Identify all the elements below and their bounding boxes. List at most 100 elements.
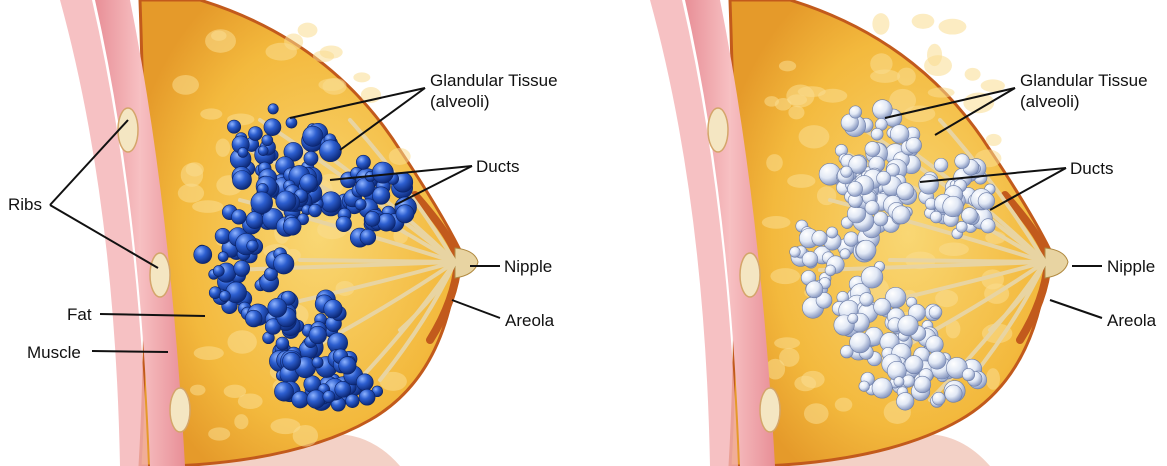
alveolus — [360, 229, 376, 245]
alveolus — [981, 219, 995, 233]
alveolus — [276, 191, 296, 211]
alveolus — [245, 310, 262, 327]
alveolus — [928, 351, 946, 369]
alveolus — [790, 247, 801, 258]
fat-lobule — [194, 346, 224, 360]
alveolus — [219, 291, 230, 302]
alveolus — [319, 140, 341, 162]
fat-lobule — [981, 79, 1005, 92]
muscle-label: Muscle — [27, 343, 81, 363]
ribs-label: Ribs — [8, 195, 42, 215]
alveolus — [321, 192, 342, 213]
fat-lobule — [762, 216, 791, 229]
alveolus — [861, 266, 883, 288]
fat-lobule — [928, 87, 955, 97]
alveolus — [945, 385, 962, 402]
alveolus — [339, 357, 356, 374]
alveolus — [356, 374, 373, 391]
alveolus — [859, 381, 870, 392]
fat-lobule — [870, 53, 892, 74]
alveolus — [929, 306, 942, 319]
alveolus — [377, 213, 395, 231]
alveolus — [309, 204, 322, 217]
alveolus — [934, 158, 948, 172]
left-ducts-label: Ducts — [476, 157, 519, 177]
fat-lobule — [227, 330, 256, 354]
alveolus — [355, 199, 366, 210]
alveolus — [892, 206, 910, 224]
fat-lobule — [788, 106, 804, 120]
alveolus — [896, 393, 914, 411]
fat-lobule — [190, 385, 205, 396]
alveolus — [336, 216, 352, 232]
fat-lobule — [216, 138, 231, 156]
right-areola-label: Areola — [1107, 311, 1156, 331]
alveolus — [232, 170, 251, 189]
alveolus — [323, 391, 335, 403]
duct — [890, 260, 1045, 262]
fat-lobule — [986, 368, 1000, 390]
alveolus — [300, 174, 318, 192]
alveolus — [227, 120, 240, 133]
fat-lobule — [353, 72, 370, 82]
rib — [118, 108, 138, 152]
alveolus — [262, 135, 273, 146]
alveolus — [877, 171, 891, 185]
alveolus — [268, 298, 287, 317]
alveolus — [194, 246, 212, 264]
fat-lobule — [181, 163, 203, 187]
alveolus — [303, 126, 323, 146]
alveolus — [247, 240, 259, 252]
alveolus — [309, 326, 327, 344]
fat-lobule — [799, 125, 830, 148]
fat-lobule — [794, 376, 816, 391]
fat-lobule — [787, 174, 815, 188]
fat-lobule — [965, 68, 981, 81]
alveolus — [274, 254, 294, 274]
leader-areola — [1050, 300, 1102, 318]
alveolus — [825, 265, 836, 276]
alveolus — [356, 155, 370, 169]
alveolus — [292, 391, 309, 408]
fat-lobule — [775, 98, 792, 110]
fat-lobule — [897, 68, 916, 86]
alveolus — [283, 217, 301, 235]
fat-lobule — [208, 427, 230, 440]
fat-lobule — [318, 79, 344, 91]
alveolus — [802, 251, 818, 267]
alveolus — [898, 315, 918, 335]
alveolus — [943, 196, 964, 217]
alveolus — [865, 201, 879, 215]
alveolus — [844, 232, 859, 247]
fat-lobule — [234, 414, 248, 429]
alveolus — [806, 281, 823, 298]
alveolus — [956, 221, 967, 232]
alveolus — [919, 175, 939, 195]
leader-areola — [452, 300, 500, 318]
fat-lobule — [938, 19, 966, 35]
alveolus — [872, 378, 892, 398]
fat-lobule — [211, 31, 226, 41]
fat-lobule — [200, 108, 222, 119]
fat-lobule — [779, 61, 796, 72]
fat-lobule — [939, 243, 969, 256]
duct — [300, 260, 455, 262]
left-alveoli-label: (alveoli) — [430, 92, 490, 112]
fat-lobule — [872, 13, 889, 35]
rib — [170, 388, 190, 432]
alveolus — [906, 137, 922, 153]
alveolus — [894, 377, 904, 387]
right-nipple-label: Nipple — [1107, 257, 1155, 277]
left-nipple-label: Nipple — [504, 257, 552, 277]
alveolus — [871, 128, 883, 140]
left-glandular-tissue-label: Glandular Tissue — [430, 71, 558, 91]
alveolus — [930, 211, 942, 223]
alveolus — [961, 208, 977, 224]
left-areola-label: Areola — [505, 311, 554, 331]
alveolus — [932, 392, 945, 405]
fat-lobule — [298, 23, 318, 38]
alveolus — [324, 300, 342, 318]
alveolus — [264, 119, 281, 136]
alveolus — [304, 151, 318, 165]
right-glandular-tissue-label: Glandular Tissue — [1020, 71, 1148, 91]
